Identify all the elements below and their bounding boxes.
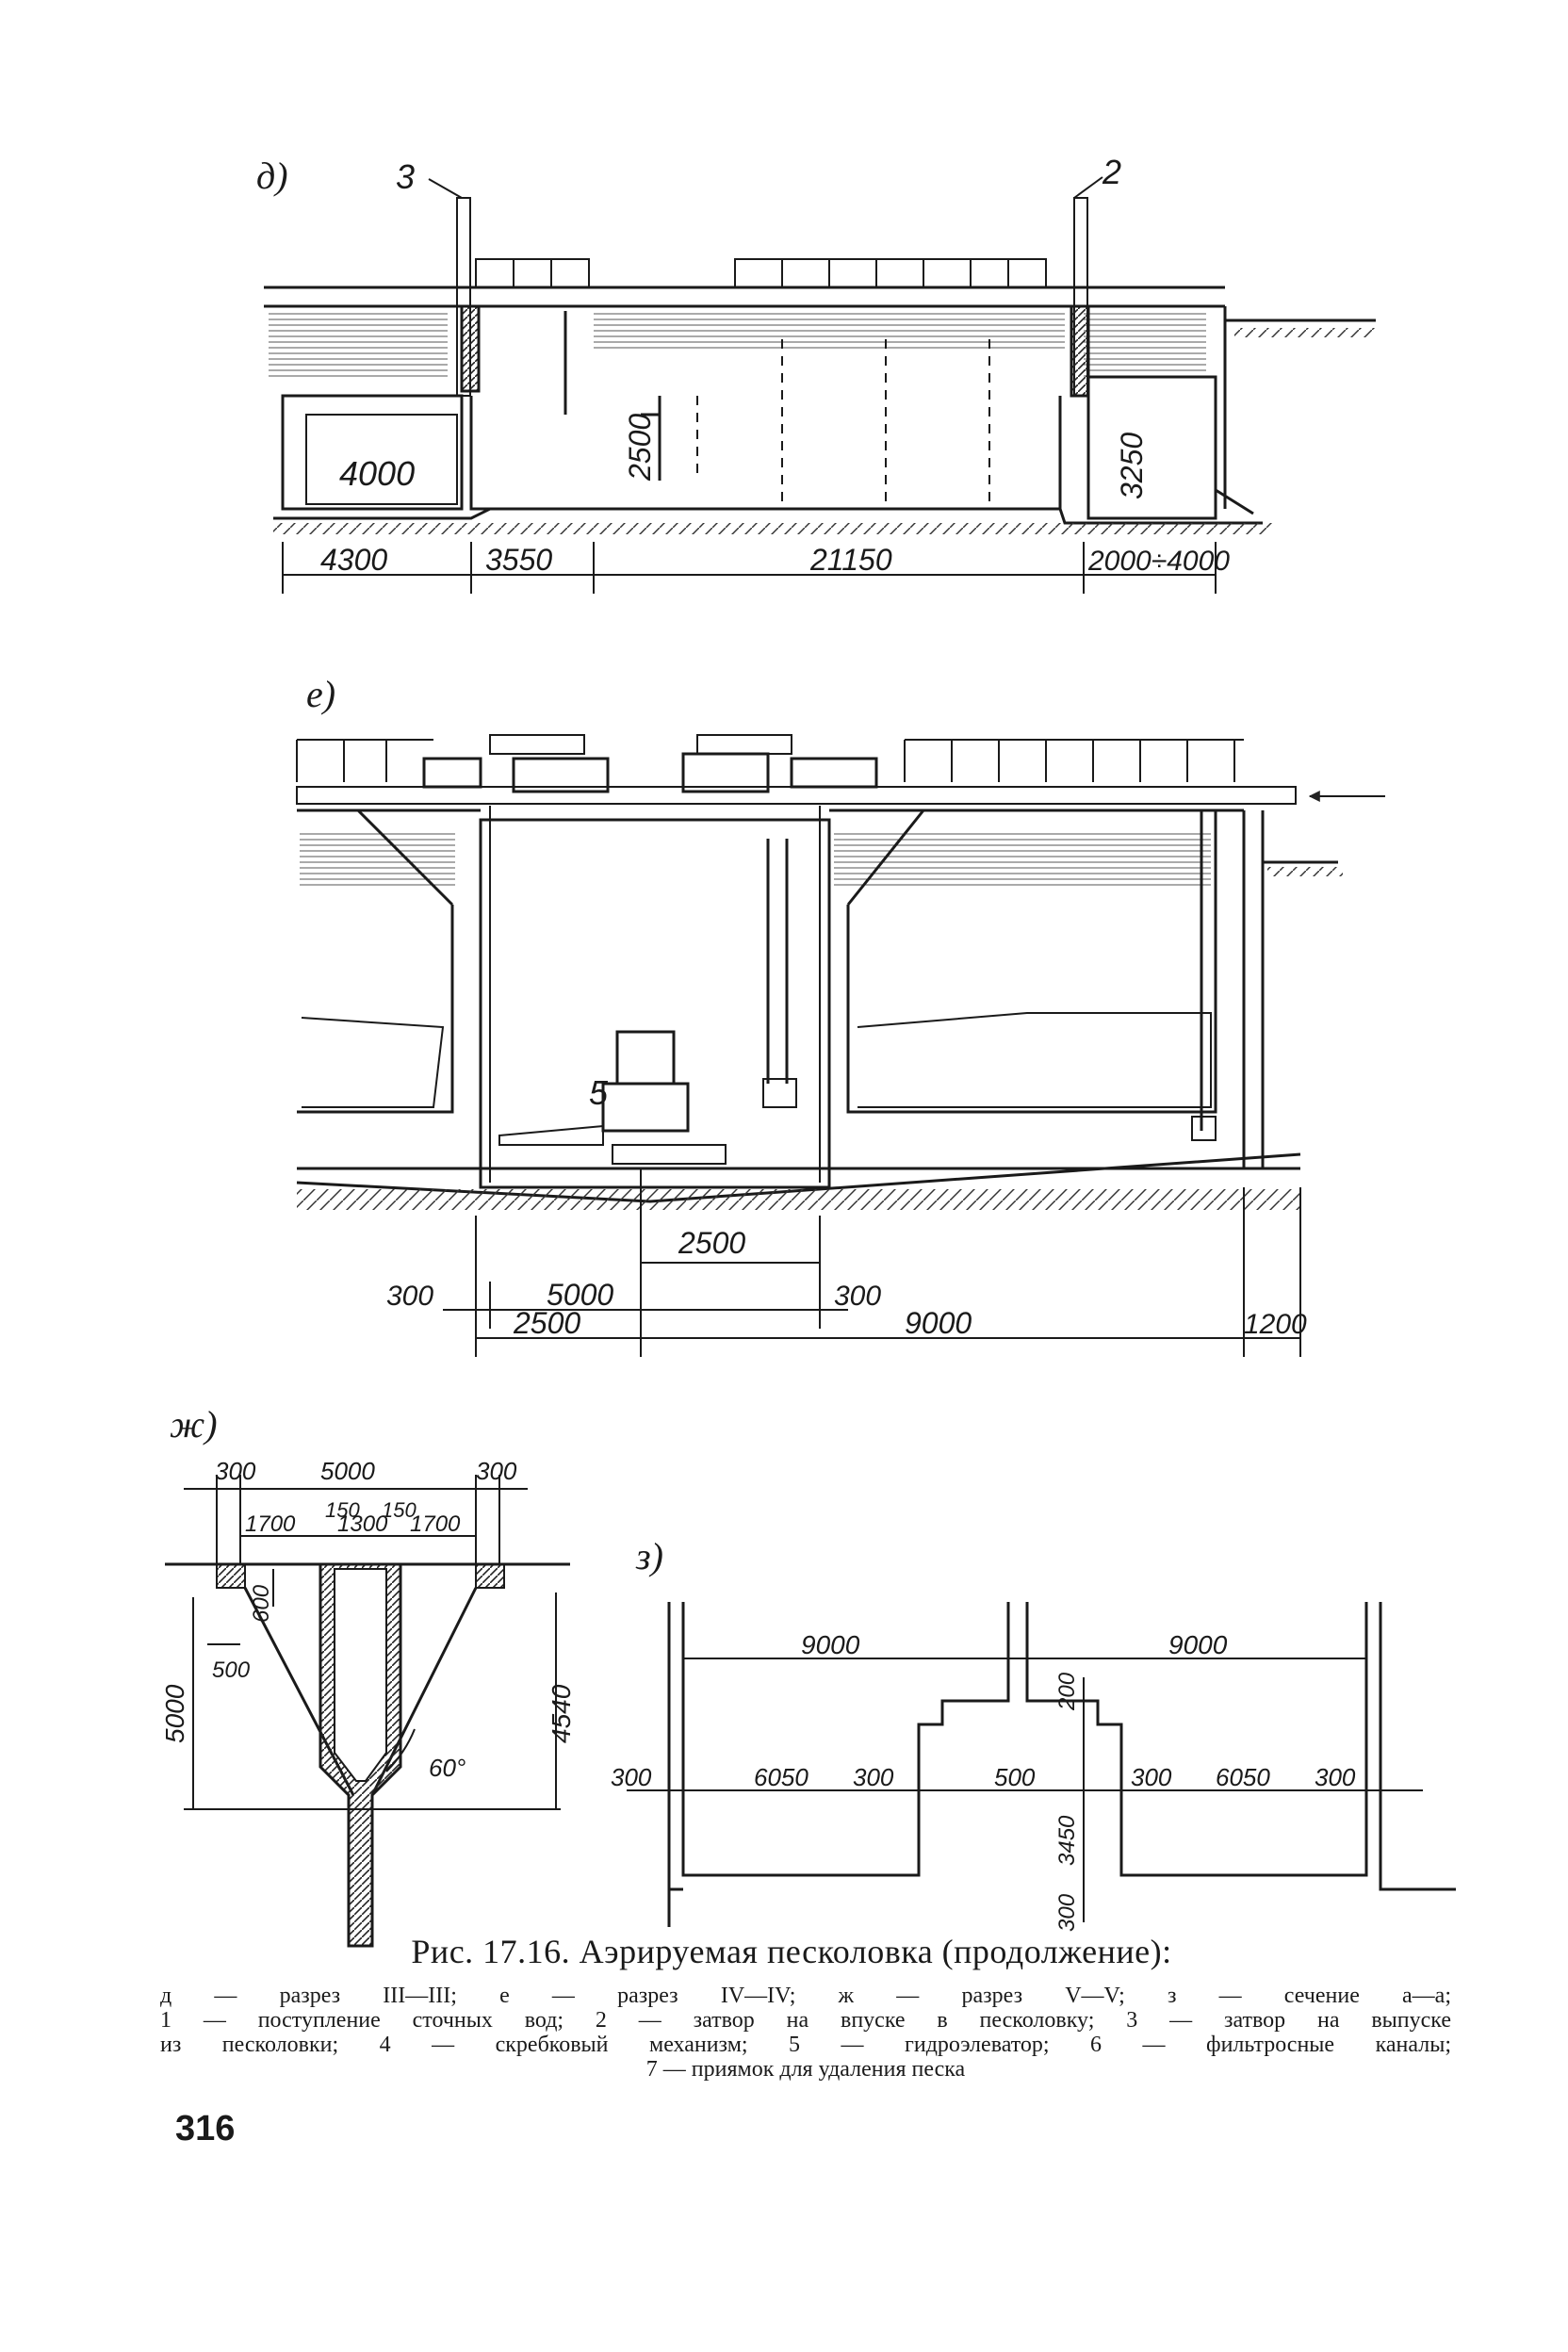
zh-dim-500: 500 xyxy=(212,1658,251,1683)
dim-4300: 4300 xyxy=(320,543,387,577)
zh-dim-1700-l: 1700 xyxy=(245,1511,296,1537)
zh-dim-150-r: 150 xyxy=(382,1498,416,1522)
z-dim-3450: 3450 xyxy=(1054,1815,1080,1866)
zh-dim-5000: 5000 xyxy=(320,1457,375,1485)
dim-300-right-e: 300 xyxy=(834,1281,881,1312)
dim-1200: 1200 xyxy=(1244,1309,1307,1340)
zh-dim-4540: 4540 xyxy=(547,1684,576,1743)
z-dim-9000-l: 9000 xyxy=(801,1630,860,1659)
z-dim-300-d: 300 xyxy=(1315,1763,1356,1791)
dim-9000-e: 9000 xyxy=(905,1306,972,1340)
zh-dim-1700-r: 1700 xyxy=(410,1511,461,1537)
z-dim-300-c: 300 xyxy=(1131,1763,1172,1791)
figure-title: Рис. 17.16. Аэрируемая песколовка (продо… xyxy=(411,1933,1172,1970)
zh-dim-300-r: 300 xyxy=(476,1457,517,1485)
dim-2000-4000: 2000÷4000 xyxy=(1087,546,1230,577)
z-dim-200: 200 xyxy=(1054,1672,1080,1711)
legend-line: из песколовки; 4 — скребковый механизм; … xyxy=(160,2033,1451,2057)
dim-2500-d: 2500 xyxy=(623,414,657,482)
callout-5: 5 xyxy=(589,1073,609,1112)
dim-2500-row2: 2500 xyxy=(513,1306,580,1340)
z-dim-300-a: 300 xyxy=(611,1763,652,1791)
zh-dim-300-l: 300 xyxy=(215,1457,256,1485)
z-dim-300-b: 300 xyxy=(853,1763,894,1791)
z-dim-500: 500 xyxy=(994,1763,1036,1791)
dim-5000-e: 5000 xyxy=(547,1278,613,1312)
panel-d-label: д) xyxy=(256,155,288,197)
z-dim-9000-r: 9000 xyxy=(1168,1630,1228,1659)
panel-zh-label: ж) xyxy=(170,1403,218,1446)
dim-300-left-e: 300 xyxy=(386,1281,433,1312)
legend-line: 1 — поступление сточных вод; 2 — затвор … xyxy=(160,2008,1451,2033)
figure-legend: д — разрез III—III; е — разрез IV—IV; ж … xyxy=(160,1984,1451,2082)
panel-e-label: е) xyxy=(306,673,335,715)
panel-zh: ж) 300 5000 300 150 150 1700 1300 1700 5… xyxy=(160,1403,576,1948)
dim-3250: 3250 xyxy=(1115,433,1149,499)
callout-3: 3 xyxy=(396,157,415,196)
dim-21150: 21150 xyxy=(809,543,892,577)
z-dim-6050-r: 6050 xyxy=(1216,1763,1270,1791)
panel-e: е) 5 xyxy=(296,673,1385,1357)
zh-dim-5000-v: 5000 xyxy=(160,1684,189,1743)
dim-4000: 4000 xyxy=(339,454,415,493)
dim-3550: 3550 xyxy=(485,543,552,577)
z-dim-300-bottom: 300 xyxy=(1054,1893,1080,1932)
callout-2: 2 xyxy=(1102,153,1121,191)
panel-z: з) 9000 9000 200 300 6050 300 500 300 60… xyxy=(611,1535,1456,1932)
z-dim-6050-l: 6050 xyxy=(754,1763,808,1791)
zh-dim-600: 600 xyxy=(249,1584,274,1623)
legend-line: 7 — приямок для удаления песка xyxy=(645,2057,966,2082)
panel-z-label: з) xyxy=(635,1535,663,1577)
legend-line: д — разрез III—III; е — разрез IV—IV; ж … xyxy=(160,1984,1451,2008)
panel-d: д) 3 2 4000 2500 xyxy=(256,153,1376,594)
zh-dim-150-l: 150 xyxy=(325,1498,360,1522)
dim-2500-e: 2500 xyxy=(678,1226,745,1260)
page-number: 316 xyxy=(175,2109,236,2148)
zh-dim-1300: 1300 xyxy=(337,1511,388,1537)
zh-angle: 60° xyxy=(429,1754,466,1782)
